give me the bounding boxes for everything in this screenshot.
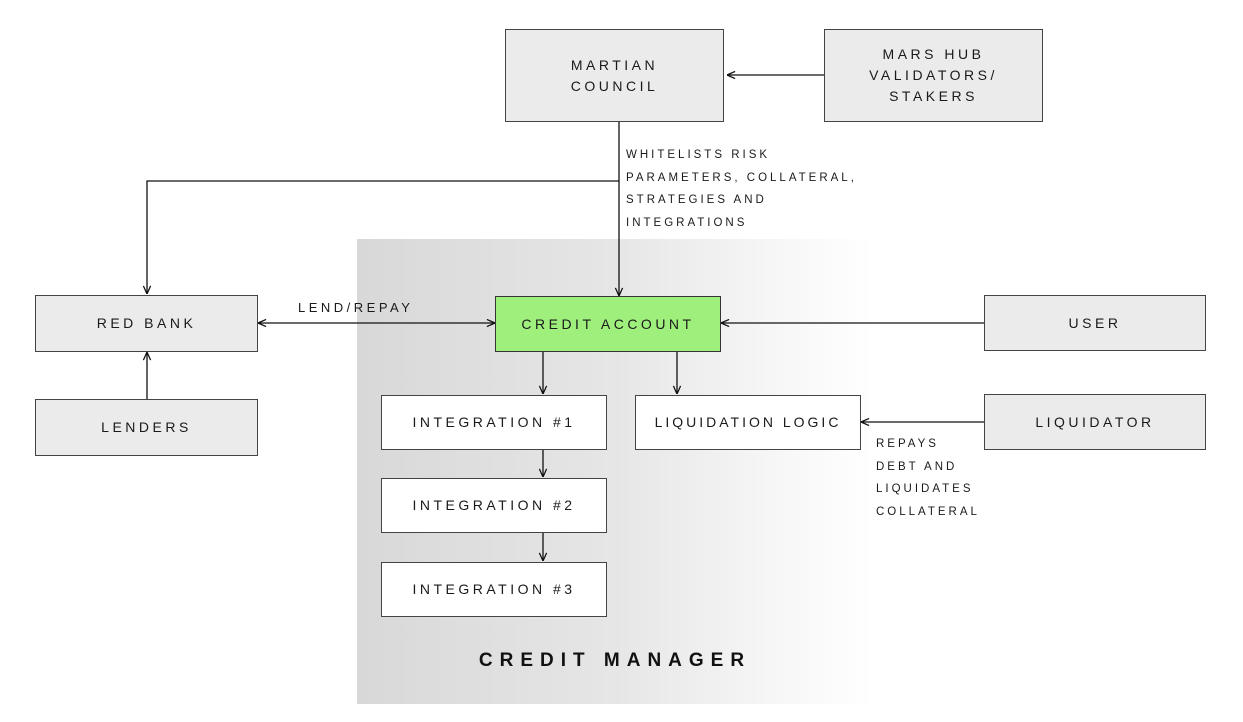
repays-line-2: DEBT AND (876, 460, 958, 473)
whitelists-edge-label: WHITELISTS RISK PARAMETERS, COLLATERAL, … (626, 144, 857, 234)
integration-1-node: INTEGRATION #1 (381, 395, 607, 450)
validators-label-line-3: STAKERS (889, 88, 978, 104)
validators-label-line-1: MARS HUB (882, 46, 985, 62)
liquidator-label: LIQUIDATOR (1035, 413, 1155, 430)
credit-manager-title: CREDIT MANAGER (478, 650, 752, 671)
whitelists-line-1: WHITELISTS RISK (626, 149, 771, 161)
lenders-node: LENDERS (35, 399, 258, 456)
credit-account-label: CREDIT ACCOUNT (521, 315, 695, 332)
red-bank-label: RED BANK (96, 315, 197, 331)
integration-1-label: INTEGRATION #1 (412, 414, 576, 430)
martian-council-node: MARTIAN COUNCIL (505, 29, 724, 122)
validators-node: MARS HUB VALIDATORS/ STAKERS (824, 29, 1043, 122)
martian-council-label-line-1: MARTIAN (570, 56, 659, 73)
lend-repay-text: LEND/REPAY (298, 300, 414, 315)
repays-edge-label: REPAYS DEBT AND LIQUIDATES COLLATERAL (876, 433, 980, 523)
repays-line-1: REPAYS (876, 438, 939, 450)
red-bank-node: RED BANK (35, 295, 258, 352)
liquidation-logic-label: LIQUIDATION LOGIC (654, 414, 842, 430)
integration-2-label: INTEGRATION #2 (412, 497, 576, 513)
liquidator-node: LIQUIDATOR (984, 394, 1206, 450)
whitelists-line-2: PARAMETERS, COLLATERAL, (626, 171, 857, 184)
arrow-council-to-red-bank (147, 180, 619, 294)
whitelists-line-4: INTEGRATIONS (626, 216, 748, 229)
lend-repay-edge-label: LEND/REPAY (298, 297, 413, 320)
liquidation-logic-node: LIQUIDATION LOGIC (635, 395, 861, 450)
whitelists-line-3: STRATEGIES AND (626, 194, 767, 206)
repays-line-3: LIQUIDATES (876, 483, 974, 495)
user-node: USER (984, 295, 1206, 351)
lenders-label: LENDERS (101, 419, 192, 435)
repays-line-4: COLLATERAL (876, 505, 980, 518)
integration-3-label: INTEGRATION #3 (412, 581, 576, 597)
integration-3-node: INTEGRATION #3 (381, 562, 607, 617)
validators-label-line-2: VALIDATORS/ (869, 67, 998, 83)
martian-council-label-line-2: COUNCIL (570, 77, 659, 94)
user-label: USER (1068, 314, 1122, 331)
integration-2-node: INTEGRATION #2 (381, 478, 607, 533)
credit-account-node: CREDIT ACCOUNT (495, 296, 721, 352)
